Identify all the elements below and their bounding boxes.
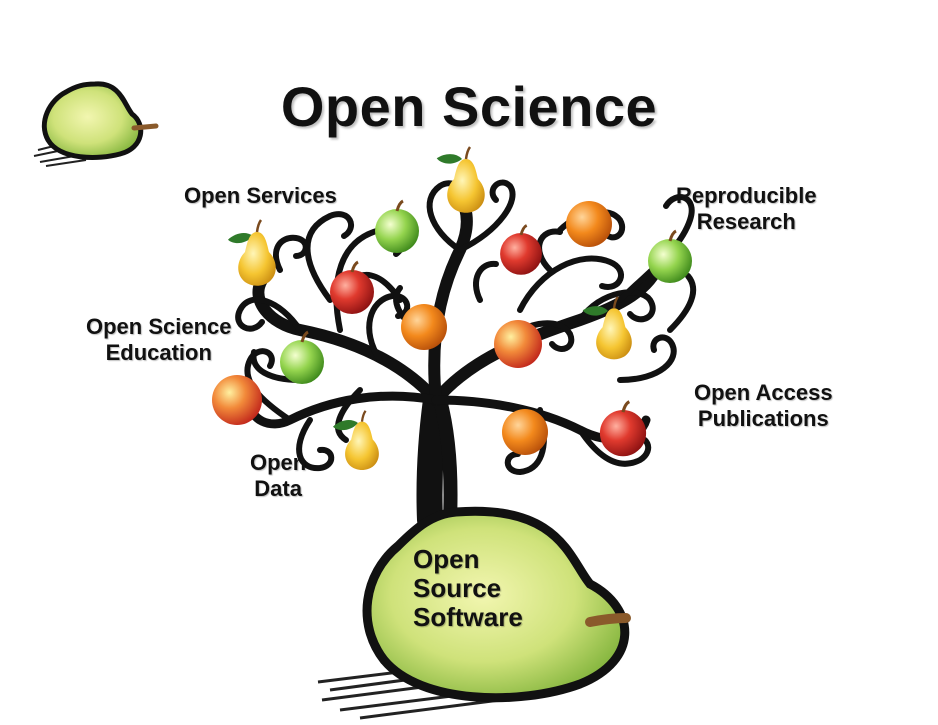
fruit-pear-top — [436, 145, 487, 214]
label-open-data: Open Data — [250, 450, 306, 502]
fruit-orange-bottom — [502, 409, 548, 455]
label-line: Reproducible — [676, 183, 817, 208]
fruit-orange-center — [401, 304, 447, 350]
label-open-source-software: Open Source Software — [413, 544, 523, 633]
fruit-apple-red-top — [498, 223, 544, 277]
label-line: Data — [254, 475, 302, 501]
page-title: Open Science — [280, 75, 658, 138]
root-pear-icon — [317, 506, 631, 720]
label-line: Open Science — [86, 314, 232, 339]
label-line: Open — [250, 450, 307, 475]
fruit-apple-green-services — [373, 199, 421, 255]
fruit-pear-left — [227, 218, 278, 287]
fruit-apple-red-bottom-right — [598, 400, 648, 458]
fruit-orange-top-right — [566, 201, 612, 247]
pear-logo-icon — [33, 81, 159, 167]
label-open-services: Open Services — [184, 183, 337, 208]
label-line: Open — [413, 544, 480, 574]
label-line: Source — [413, 573, 502, 604]
label-open-access-publications: Open Access Publications — [694, 380, 833, 432]
fruit-peach-left — [212, 375, 262, 425]
label-line: Education — [105, 339, 212, 365]
label-line: Software — [413, 602, 523, 633]
label-line: Research — [696, 208, 796, 234]
label-line: Open Access — [694, 380, 833, 405]
fruit-apple-green-right — [646, 229, 694, 285]
label-reproducible-research: Reproducible Research — [676, 183, 817, 235]
label-line: Publications — [697, 405, 829, 431]
fruit-apple-red-left — [328, 260, 376, 316]
fruit-peach-center — [494, 320, 542, 368]
label-open-science-education: Open Science Education — [86, 314, 232, 366]
